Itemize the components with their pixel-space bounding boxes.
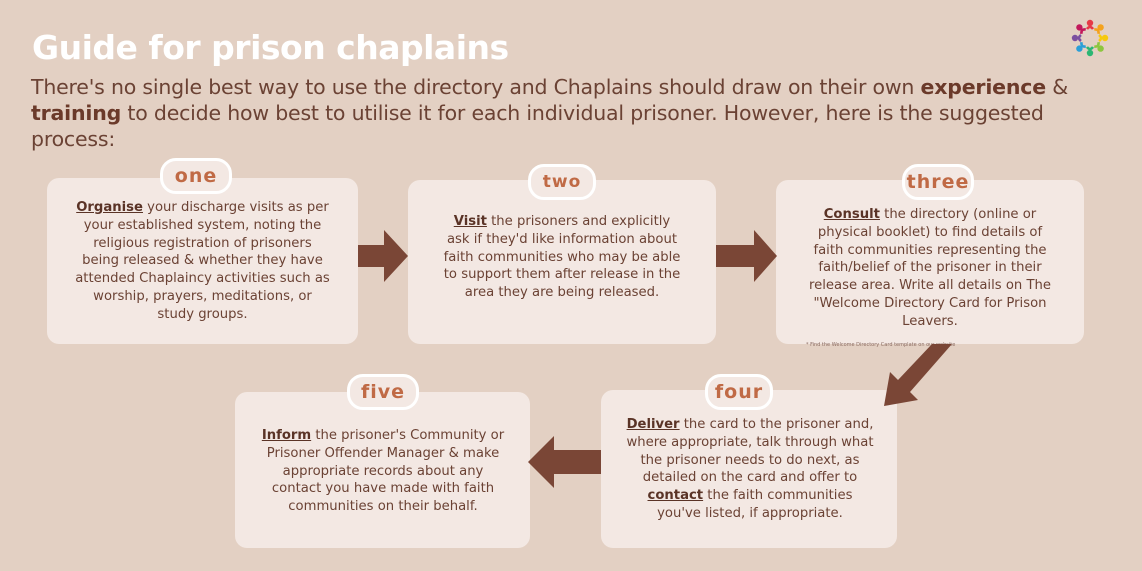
intro-text: There's no single best way to use the di… [31,74,1121,152]
step-three-keyword: Consult [823,207,880,222]
step-four-label: four [705,374,773,410]
step-two-description: the prisoners and explicitly ask if they… [443,214,681,301]
step-three-label: three [902,164,974,200]
arrow-two-to-three-icon [716,230,777,282]
step-five-description: the prisoner's Community or Prisoner Off… [266,428,505,515]
step-two-card: Visit the prisoners and explicitly ask i… [408,180,716,344]
step-two-keyword: Visit [453,214,487,229]
step-three-text: Consult the directory (online or physica… [804,206,1056,331]
step-three-card: Consult the directory (online or physica… [776,180,1084,348]
arrow-four-to-five-icon [528,436,601,488]
step-one-keyword: Organise [76,200,143,215]
logo-icon [1071,19,1109,57]
step-four-keyword-contact: contact [647,488,704,504]
step-two-text: Visit the prisoners and explicitly ask i… [442,213,682,302]
step-four-description-end: the faith communities you've listed, if … [657,488,853,521]
arrow-three-to-four-icon [884,344,952,406]
step-one-label: one [160,158,232,194]
step-four-keyword: Deliver [626,417,680,432]
step-one-description: your discharge visits as per your establ… [75,200,330,322]
page-title: Guide for prison chaplains [32,28,509,67]
step-five-label: five [347,374,419,410]
step-four-description: the card to the prisoner and, where appr… [626,417,874,486]
step-three-footnote: * Find the Welcome Directory Card templa… [806,342,956,348]
step-three-description: the directory (online or physical bookle… [809,207,1051,329]
intro-keyword-training: training [31,101,122,125]
intro-part-c: & [1045,75,1069,99]
arrow-one-to-two-icon [358,230,408,282]
intro-part-d: to decide how best to utilise it for eac… [31,101,1044,151]
intro-part-a: There's no single best way to use the di… [31,75,921,99]
step-five-text: Inform the prisoner's Community or Priso… [261,427,505,516]
step-one-text: Organise your discharge visits as per yo… [75,199,330,324]
step-two-label: two [528,164,596,200]
step-four-card: Deliver the card to the prisoner and, wh… [601,390,897,548]
step-one-card: Organise your discharge visits as per yo… [47,178,358,344]
step-five-keyword: Inform [261,428,312,443]
step-five-card: Inform the prisoner's Community or Priso… [235,392,530,548]
intro-keyword-experience: experience [920,75,1047,99]
step-four-text: Deliver the card to the prisoner and, wh… [625,416,875,523]
